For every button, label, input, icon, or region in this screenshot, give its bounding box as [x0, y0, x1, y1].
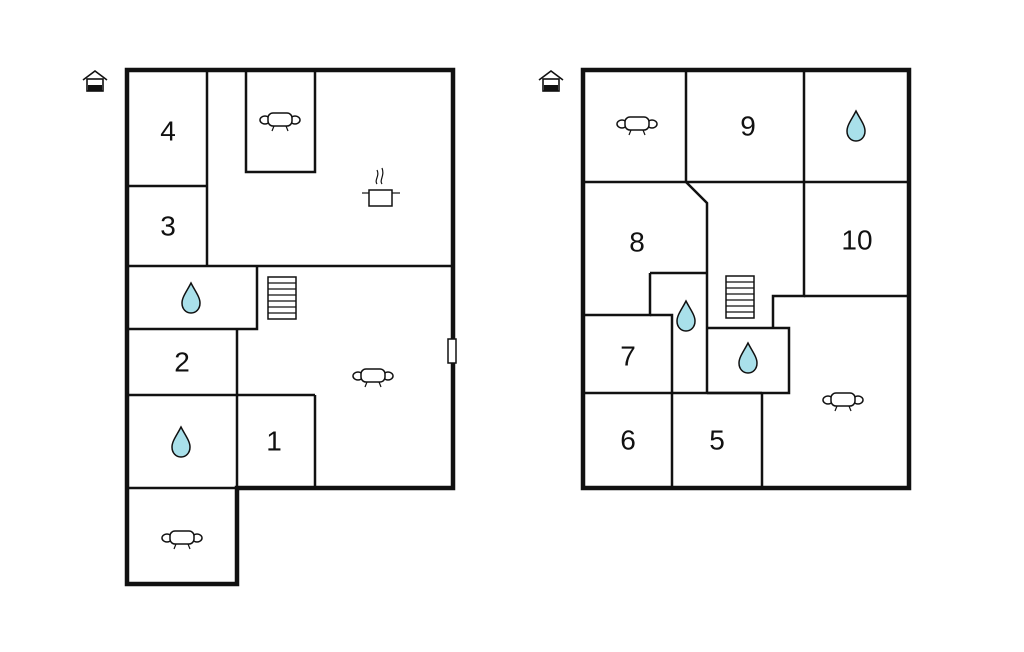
sofa-icon [616, 116, 658, 136]
upper-floor-outer-walls [580, 67, 912, 491]
water-drop-icon [171, 426, 191, 458]
ground-floor-plan: 4 3 2 1 [82, 67, 457, 587]
room-number-5: 5 [709, 425, 725, 456]
upper-floor-plan: 9 8 10 7 6 5 [538, 67, 912, 491]
ground-floor-interior-walls [127, 70, 453, 490]
upper-floor-interior-walls [583, 70, 909, 488]
cooking-pot-icon [362, 167, 400, 207]
water-drop-icon [738, 342, 758, 374]
room-number-3: 3 [160, 211, 176, 242]
room-number-9: 9 [740, 111, 756, 142]
room-number-4: 4 [160, 116, 176, 147]
room-number-2: 2 [174, 347, 190, 378]
house-icon [82, 70, 108, 92]
room-number-6: 6 [620, 425, 636, 456]
stairs-icon [725, 275, 755, 319]
sofa-icon [822, 392, 864, 412]
room-number-8: 8 [629, 227, 645, 258]
sofa-icon [352, 368, 394, 388]
house-icon [538, 70, 564, 92]
room-number-10: 10 [841, 225, 872, 256]
room-number-7: 7 [620, 341, 636, 372]
sofa-icon [161, 530, 203, 550]
sofa-icon [259, 112, 301, 132]
water-drop-icon [181, 282, 201, 314]
room-number-1: 1 [266, 426, 282, 457]
water-drop-icon [676, 300, 696, 332]
ground-floor-outer-walls [124, 67, 456, 587]
stairs-icon [267, 276, 297, 320]
water-drop-icon [846, 110, 866, 142]
door-mark [447, 338, 457, 364]
